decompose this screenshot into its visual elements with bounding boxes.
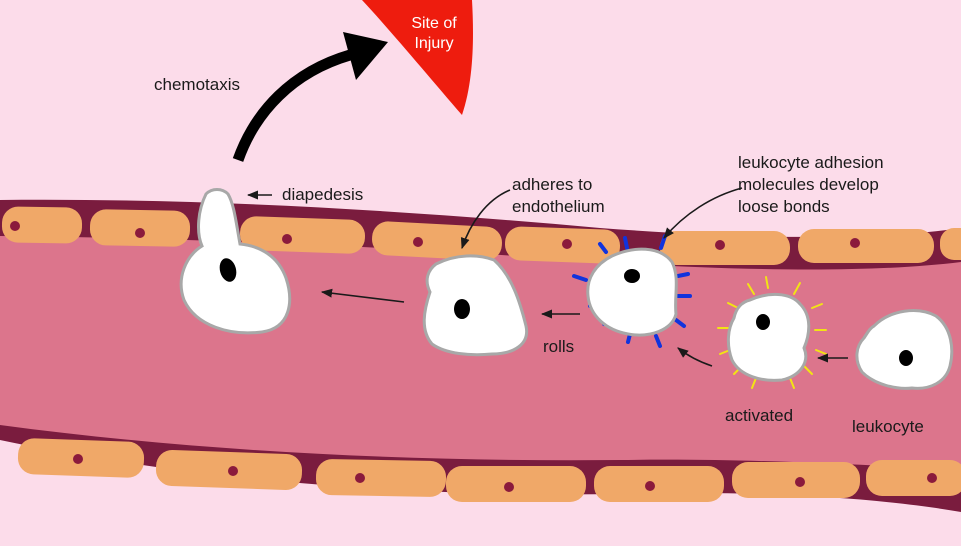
label-rolls: rolls: [543, 337, 574, 356]
label-activated: activated: [725, 406, 793, 425]
endothelial-cell: [315, 459, 447, 497]
leukocyte-activated: [726, 293, 811, 382]
label-adheres-line1: adheres to: [512, 175, 592, 194]
injury-label-line2: Injury: [414, 35, 453, 52]
endothelial-cell: [239, 216, 366, 254]
activated-to-adhesion-arrow: [677, 347, 713, 367]
activation-rays: [717, 276, 827, 389]
lower-endothelium: [17, 438, 961, 502]
endothelial-cell: [446, 466, 586, 502]
adheres-pointer: [460, 189, 511, 250]
endothelial-cell: [798, 229, 934, 263]
leukocyte-nucleus: [219, 258, 237, 282]
endothelial-cell: [660, 231, 790, 265]
injury-site-shape: [362, 0, 473, 115]
label-adhesion-line3: loose bonds: [738, 197, 830, 216]
leukocyte-nucleus: [624, 269, 640, 283]
label-diapedesis: diapedesis: [282, 185, 363, 204]
endothelial-cell: [89, 209, 191, 247]
leukocyte-adhering: [422, 254, 529, 357]
endothelial-cell: [155, 450, 303, 490]
upper-endothelium: [1, 206, 961, 265]
leukocyte-nucleus: [454, 299, 470, 319]
label-adhesion-line1: leukocyte adhesion: [738, 153, 884, 172]
chemotaxis-arrowhead: [343, 32, 388, 80]
adhesion-pointer: [663, 187, 743, 239]
injury-label-line1: Site of: [411, 15, 457, 32]
flow-arrow-left: [320, 288, 405, 303]
label-leukocyte: leukocyte: [852, 417, 924, 436]
leukocyte-adhesion: [586, 247, 678, 337]
label-adhesion-line2: molecules develop: [738, 175, 879, 194]
label-adheres-line2: endothelium: [512, 197, 605, 216]
leukocyte-nucleus: [756, 314, 770, 330]
endothelial-cell: [940, 228, 961, 260]
flow-arrows: [246, 187, 848, 367]
leukocyte-free: [855, 309, 954, 390]
leukocyte-diapedesis: [179, 188, 292, 335]
endothelial-cell: [1, 206, 83, 244]
label-chemotaxis: chemotaxis: [154, 75, 240, 94]
endothelial-cell: [866, 460, 961, 496]
leukocyte-nucleus: [899, 350, 913, 366]
endothelial-cell: [732, 462, 860, 498]
chemotaxis-arrow: [232, 49, 352, 162]
endothelial-cell: [372, 221, 502, 261]
endothelial-cell: [594, 466, 724, 502]
endothelial-cell: [504, 226, 621, 264]
endothelial-cell: [17, 438, 145, 478]
